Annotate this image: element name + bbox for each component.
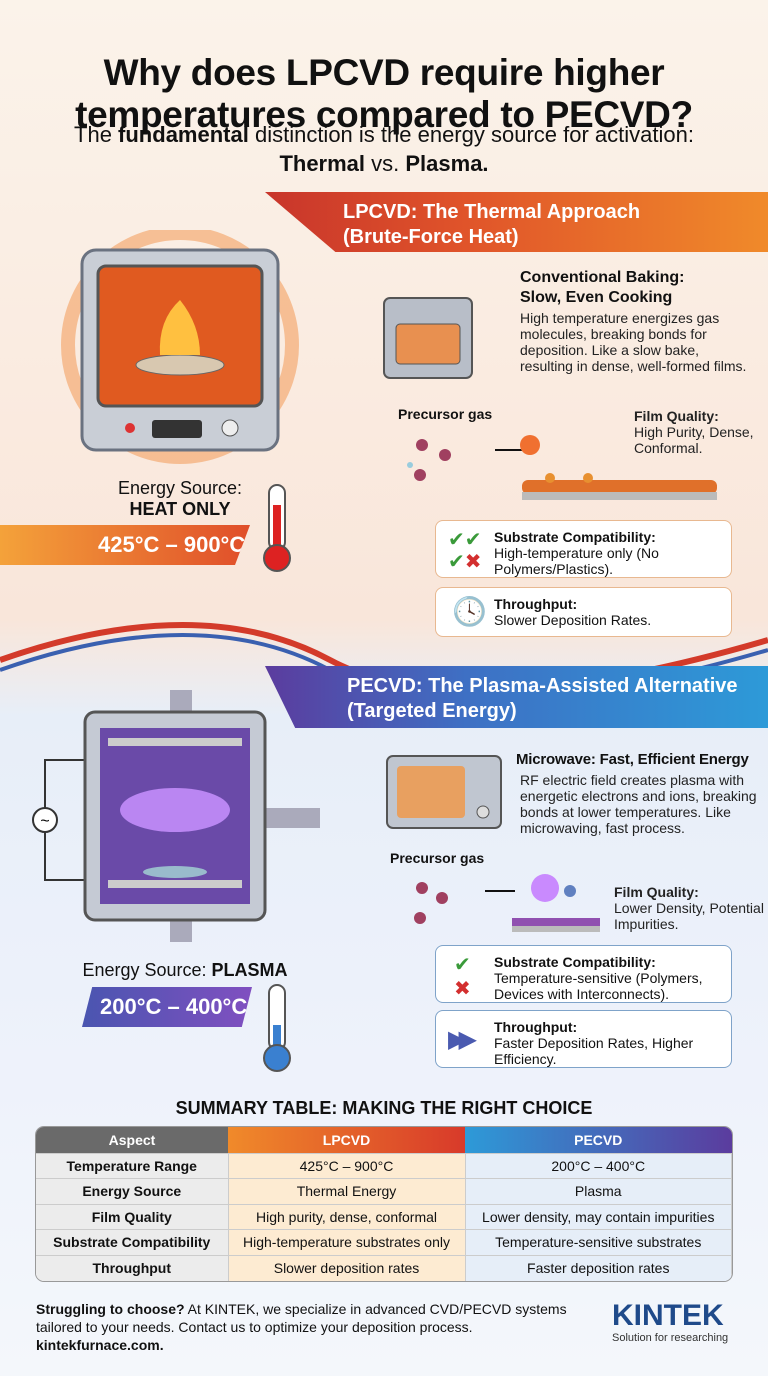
lpcvd-throughput-box: 🕓 Throughput:Slower Deposition Rates. bbox=[435, 587, 732, 637]
lpcvd-energy-source: Energy Source:HEAT ONLY bbox=[117, 478, 243, 519]
lpcvd-precursor-label: Precursor gas bbox=[398, 406, 493, 422]
lpcvd-deposition-diagram bbox=[407, 435, 717, 500]
table-cell: Substrate Compatibility bbox=[36, 1229, 229, 1255]
header-aspect: Aspect bbox=[36, 1127, 228, 1153]
kintek-logo: KINTEK Solution for researching bbox=[612, 1299, 729, 1345]
lpcvd-analogy-title: Conventional Baking:Slow, Even Cooking bbox=[520, 269, 685, 306]
header-pecvd: PECVD bbox=[465, 1127, 732, 1153]
check-icon: ✔ bbox=[454, 954, 471, 976]
header-lpcvd: LPCVD bbox=[228, 1127, 465, 1153]
stove-icon bbox=[383, 297, 473, 379]
pecvd-analogy-text: RF electric field creates plasma with en… bbox=[520, 772, 757, 836]
pecvd-deposition-diagram bbox=[414, 874, 600, 932]
pecvd-banner: PECVD: The Plasma-Assisted Alternative(T… bbox=[265, 666, 768, 728]
pecvd-film-quality: Film Quality:Lower Density, Potential Im… bbox=[614, 884, 764, 932]
cross-icon: ✖ bbox=[454, 978, 471, 1000]
lpcvd-analogy-text: High temperature energizes gas molecules… bbox=[520, 310, 747, 374]
table-cell: High purity, dense, conformal bbox=[228, 1203, 466, 1230]
pecvd-energy-source: Energy Source: PLASMA bbox=[82, 960, 288, 980]
microwave-icon bbox=[386, 755, 502, 829]
clock-icon: 🕓 bbox=[452, 596, 487, 627]
table-cell: Slower deposition rates bbox=[228, 1254, 466, 1281]
table-cell: High-temperature substrates only bbox=[228, 1229, 466, 1255]
table-cell: Faster deposition rates bbox=[465, 1254, 732, 1281]
table-cell: Plasma bbox=[465, 1178, 732, 1204]
table-cell: Temperature-sensitive substrates bbox=[465, 1229, 732, 1255]
lpcvd-banner: LPCVD: The Thermal Approach(Brute-Force … bbox=[265, 192, 768, 252]
thermometer-hot-icon bbox=[263, 484, 291, 572]
pecvd-temp-badge: 200°C – 400°C bbox=[82, 987, 252, 1027]
check-icon: ✔ bbox=[448, 551, 465, 573]
table-cell: Energy Source bbox=[36, 1178, 229, 1204]
lpcvd-film-quality: Film Quality:High Purity, Dense, Conform… bbox=[634, 408, 754, 456]
oven-icon bbox=[61, 230, 299, 464]
pecvd-precursor-label: Precursor gas bbox=[390, 850, 485, 866]
footer-text: Struggling to choose? At KINTEK, we spec… bbox=[36, 1301, 567, 1353]
summary-title: SUMMARY TABLE: MAKING THE RIGHT CHOICE bbox=[175, 1098, 593, 1118]
thermometer-cold-icon bbox=[263, 984, 291, 1072]
lpcvd-temp-badge: 425°C – 900°C bbox=[0, 525, 250, 565]
pecvd-analogy-title: Microwave: Fast, Efficient Energy bbox=[516, 751, 749, 768]
table-cell: Temperature Range bbox=[36, 1152, 229, 1179]
table-cell: Throughput bbox=[36, 1254, 229, 1281]
check-icon: ✔✔ bbox=[448, 529, 482, 551]
lpcvd-substrate-box: ✔✔ ✔✖ Substrate Compatibility:High-tempe… bbox=[435, 520, 732, 578]
website-link[interactable]: kintekfurnace.com. bbox=[36, 1337, 164, 1353]
table-cell: 200°C – 400°C bbox=[465, 1152, 732, 1179]
plasma-chamber-icon: ~ bbox=[32, 690, 320, 942]
fast-forward-icon: ▶▶ bbox=[448, 1026, 477, 1053]
pecvd-substrate-box: ✔ ✖ Substrate Compatibility:Temperature-… bbox=[435, 945, 732, 1003]
pecvd-throughput-box: ▶▶ Throughput:Faster Deposition Rates, H… bbox=[435, 1010, 732, 1068]
subtitle: The fundamental distinction is the energ… bbox=[74, 122, 694, 176]
table-cell: Lower density, may contain impurities bbox=[465, 1203, 732, 1230]
svg-text:~: ~ bbox=[40, 813, 49, 830]
table-cell: Thermal Energy bbox=[228, 1178, 466, 1204]
cross-icon: ✖ bbox=[464, 551, 482, 573]
table-cell: 425°C – 900°C bbox=[228, 1152, 466, 1179]
table-cell: Film Quality bbox=[36, 1203, 229, 1230]
